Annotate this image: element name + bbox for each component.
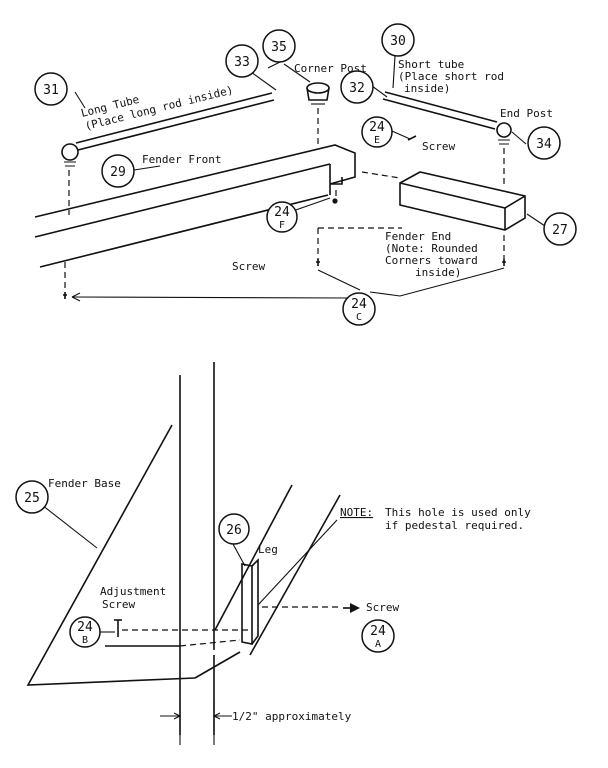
leg-part	[214, 484, 341, 656]
svg-text:24: 24	[370, 624, 386, 639]
svg-text:35: 35	[271, 40, 287, 55]
note-line-2: if pedestal required.	[385, 519, 524, 532]
screw-e-label: Screw	[422, 140, 455, 153]
svg-text:24: 24	[369, 120, 385, 135]
callout-24e: 24 E	[361, 116, 393, 148]
note-line-1: This hole is used only	[385, 506, 531, 519]
callout-27: 27	[543, 212, 577, 246]
callout-29: 29	[101, 154, 135, 188]
short-tube-part	[382, 91, 498, 130]
fender-base-label: Fender Base	[48, 477, 121, 490]
fender-end-part	[399, 171, 526, 231]
screw-a-label: Screw	[366, 601, 399, 614]
svg-text:27: 27	[552, 223, 568, 238]
short-tube-note-1: (Place short rod	[398, 70, 504, 83]
fender-end-note-3: inside)	[415, 266, 461, 279]
end-post-label: End Post	[500, 107, 553, 120]
callout-30: 30	[381, 23, 415, 57]
callout-32: 32	[340, 70, 374, 104]
callout-34: 34	[527, 126, 561, 160]
svg-text:30: 30	[390, 34, 406, 49]
note-heading: NOTE:	[340, 506, 373, 519]
callout-24a: 24 A	[361, 619, 395, 653]
adjustment-screw-label: Adjustment	[100, 585, 166, 598]
adjustment-screw-part	[105, 606, 340, 647]
short-tube-note-2: inside)	[404, 82, 450, 95]
callout-26: 26	[218, 513, 250, 545]
screw-marks-top	[63, 135, 506, 299]
svg-text:25: 25	[24, 491, 40, 506]
callout-24b: 24 B	[69, 616, 101, 648]
fender-front-part	[34, 144, 356, 268]
svg-text:A: A	[375, 639, 381, 650]
svg-text:24: 24	[351, 297, 367, 312]
adjustment-screw-label-2: Screw	[102, 598, 135, 611]
long-tube-part	[61, 92, 275, 167]
callout-24f: 24 F	[266, 201, 298, 233]
callout-24c: 24 C	[342, 292, 376, 326]
svg-text:B: B	[82, 635, 88, 646]
corner-post-part	[306, 82, 330, 105]
fender-base-part	[26, 424, 241, 686]
callout-25: 25	[15, 480, 49, 514]
leg-label: Leg	[258, 543, 278, 556]
corner-post-label: Corner Post	[294, 62, 367, 75]
end-post-part	[496, 122, 512, 145]
leader-lines-top	[71, 55, 546, 302]
svg-text:33: 33	[234, 55, 250, 70]
svg-text:24: 24	[274, 205, 290, 220]
screw-c-label: Screw	[232, 260, 265, 273]
svg-text:31: 31	[43, 83, 59, 98]
callout-31: 31	[34, 72, 68, 106]
svg-text:29: 29	[110, 165, 126, 180]
svg-text:F: F	[279, 220, 285, 231]
fender-end-note-2: Corners toward	[385, 254, 478, 267]
dimension-label: 1/2" approximately	[232, 710, 352, 723]
svg-text:24: 24	[77, 620, 93, 635]
callout-33: 33	[225, 44, 259, 78]
svg-text:E: E	[374, 135, 380, 146]
fender-end-note-1: (Note: Rounded	[385, 242, 478, 255]
svg-text:26: 26	[226, 523, 242, 538]
svg-text:34: 34	[536, 137, 552, 152]
fender-end-label: Fender End	[385, 230, 451, 243]
svg-text:C: C	[356, 312, 362, 323]
callout-35: 35	[262, 29, 296, 63]
short-tube-label: Short tube	[398, 58, 464, 71]
fender-front-label: Fender Front	[142, 153, 221, 166]
leader-lines-bottom	[41, 504, 360, 633]
dimension-lines	[160, 700, 232, 745]
svg-text:32: 32	[349, 81, 365, 96]
